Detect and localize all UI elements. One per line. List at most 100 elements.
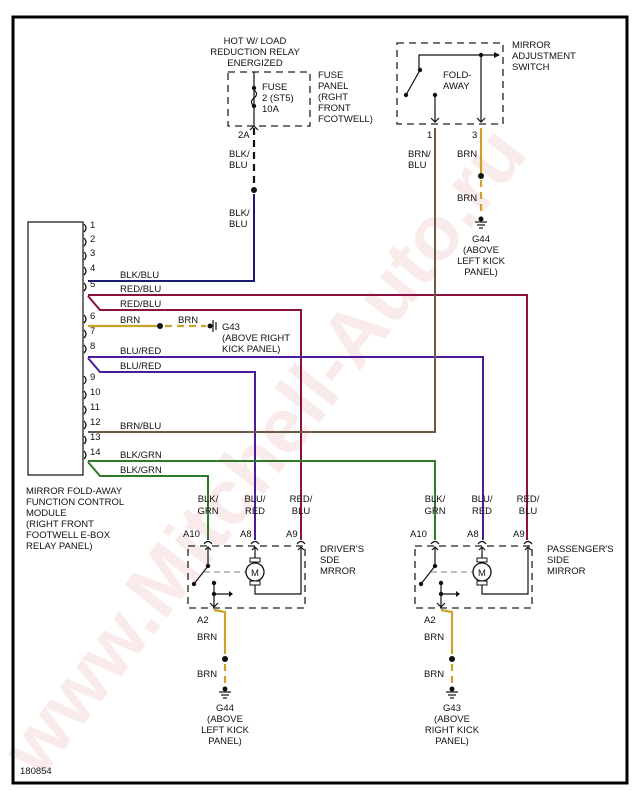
mirror-pin-label: A10	[183, 529, 200, 540]
mirror-box	[187, 545, 306, 609]
wire-label: RED/BLU	[120, 284, 161, 295]
switch-contact-icon	[193, 565, 209, 585]
mirror-pin-label: A8	[240, 529, 252, 540]
module-pin-number: 9	[90, 372, 95, 383]
fold-away-label: FOLD-AWAY	[443, 70, 472, 92]
connector-icon	[250, 540, 260, 545]
ground-wire-label: BRN	[197, 669, 217, 680]
mirror-box	[414, 545, 533, 609]
module-pin-number: 10	[90, 387, 101, 398]
ground-pin-label: A2	[197, 615, 209, 626]
ground-icon	[219, 686, 231, 699]
switch-pin-3: 3	[472, 130, 477, 141]
mirror-pin-label: A9	[513, 529, 525, 540]
module-pin-number: 12	[90, 417, 101, 428]
wire-label: BLK/BLU	[120, 270, 159, 281]
switch-box	[396, 42, 504, 125]
module-pin-number: 1	[90, 220, 95, 231]
pin3-wire-label: BRN	[457, 149, 477, 160]
wire-blk-grn-passenger	[88, 460, 436, 540]
fuse-wire-label: BLK/BLU	[229, 149, 250, 171]
ground-pin-label: A2	[424, 615, 436, 626]
connector-pin-icon	[83, 390, 87, 400]
motor-label: M	[251, 568, 259, 579]
module-box	[27, 221, 84, 476]
wire-label: RED/BLU	[120, 299, 161, 310]
ground-wire-label: BRN	[197, 632, 217, 643]
ground-wire-label: BRN	[424, 669, 444, 680]
motor-label: M	[478, 568, 486, 579]
diagram-frame	[11, 15, 629, 785]
connector-pin-icon	[83, 450, 87, 460]
mirror-wire-label: RED/BLU	[517, 494, 540, 517]
module-pin-number: 5	[90, 279, 95, 290]
wire-label: BLK/GRN	[120, 465, 162, 476]
ground-icon	[475, 216, 487, 229]
wire-label: BRN/BLU	[120, 421, 161, 432]
wire-label: BLU/RED	[120, 361, 161, 372]
mirror-pin-label: A9	[286, 529, 298, 540]
fuse-icon	[250, 89, 258, 107]
mirror-pin-label: A8	[467, 529, 479, 540]
mirror-wire-label: BLK/GRN	[197, 494, 218, 517]
module-pin-number: 11	[90, 402, 100, 413]
switch-pin-1: 1	[427, 130, 432, 141]
connector-icon	[523, 540, 533, 545]
module-pin-number: 4	[90, 263, 95, 274]
connector-pin-icon	[83, 375, 87, 385]
module-pin-number: 3	[90, 248, 95, 259]
wire-brn-blu	[88, 128, 436, 433]
connector-pin-icon	[83, 266, 87, 276]
pin1-wire-label: BRN/BLU	[408, 149, 431, 171]
connector-pin-icon	[83, 405, 87, 415]
pin3-wire-label-lower: BRN	[457, 193, 477, 204]
splice-dot	[449, 656, 455, 662]
fuse-panel: HOT W/ LOAD REDUCTION RELAY ENERGIZED FU…	[210, 36, 373, 230]
splice-dot	[222, 656, 228, 662]
connector-pin-icon	[83, 344, 87, 354]
connector-pin-icon	[83, 223, 87, 233]
switch-contact-icon	[420, 565, 436, 585]
connector-pin-icon	[83, 314, 87, 324]
power-title-line: REDUCTION RELAY	[210, 47, 300, 58]
connector-pin-icon	[83, 420, 87, 430]
connector-pin-icon	[83, 237, 87, 247]
wire-label: BLU/RED	[120, 346, 161, 357]
wire-blu-red-passenger	[88, 356, 484, 540]
module-pin-number: 13	[90, 432, 101, 443]
wire-label: BRN	[178, 315, 198, 326]
fuse-panel-box	[227, 71, 311, 127]
connector-icon	[477, 540, 487, 545]
module-label: MIRROR FOLD-AWAY FUNCTION CONTROL MODULE…	[26, 486, 126, 552]
module-pin-number: 2	[90, 234, 95, 245]
mirror-wire-label: BLU/RED	[471, 494, 492, 517]
mirror-wire-label: BLK/GRN	[424, 494, 445, 517]
module-pin-number: 7	[90, 326, 95, 337]
power-title-line: HOT W/ LOAD	[224, 36, 287, 47]
module-pin-number: 14	[90, 447, 101, 458]
connector-pin-icon	[83, 282, 87, 292]
wire-blu-red-driver	[87, 357, 256, 540]
wires: BLK/BLU RED/BLU RED/BLU BRN BRN G43(ABOV…	[87, 128, 528, 540]
wire-blk-blu	[88, 194, 255, 282]
module-pin-number: 6	[90, 311, 95, 322]
mirror-pin-label: A10	[410, 529, 427, 540]
module-pin-number: 8	[90, 341, 95, 352]
ground-icon	[446, 686, 458, 699]
splice-dot	[251, 187, 257, 193]
